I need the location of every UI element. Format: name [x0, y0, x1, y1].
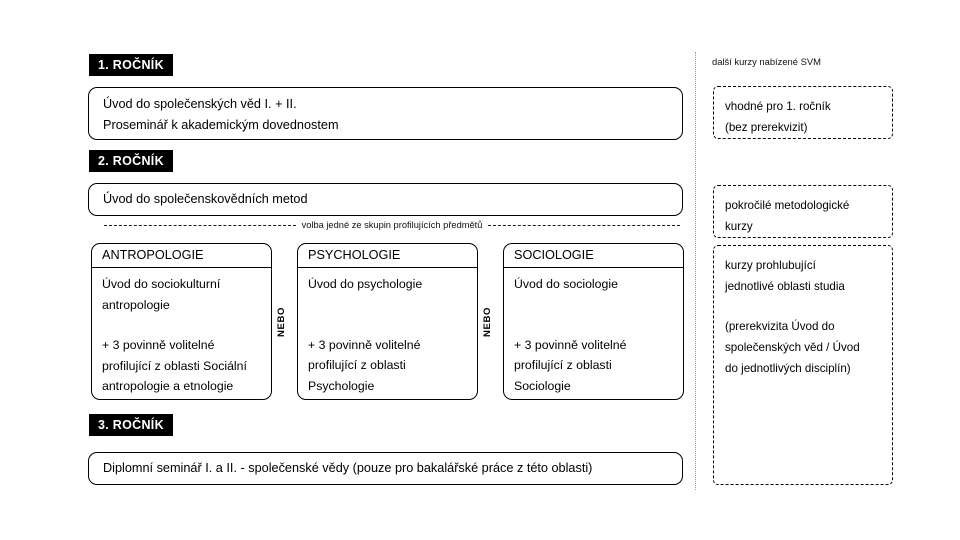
- spacer: [514, 295, 673, 315]
- spacer: [308, 315, 467, 335]
- elective-line: + 3 povinně volitelné: [308, 337, 421, 352]
- course-line: Proseminář k akademickým dovednostem: [103, 118, 339, 132]
- profile-group-title: SOCIOLOGIE: [504, 244, 683, 268]
- dashed-rule-left: [104, 224, 296, 226]
- spacer: [308, 295, 467, 315]
- year-badge-3: 3. ROČNÍK: [89, 414, 173, 436]
- dashed-rule-right: [488, 224, 681, 226]
- profile-group-title: PSYCHOLOGIE: [298, 244, 477, 268]
- connector-label: NEBO: [276, 306, 287, 337]
- elective-line: + 3 povinně volitelné: [102, 338, 215, 352]
- intro-line: Úvod do sociologie: [514, 277, 618, 291]
- course-box-year-2: Úvod do společenskovědních metod: [88, 183, 683, 216]
- course-box-year-3: Diplomní seminář I. a II. - společenské …: [88, 452, 683, 485]
- spacer: [102, 315, 261, 335]
- course-line: Diplomní seminář I. a II. - společenské …: [103, 461, 593, 475]
- course-line: Úvod do společenskovědních metod: [103, 192, 308, 206]
- year-badge-2: 2. ROČNÍK: [89, 150, 173, 172]
- intro-line: antropologie: [102, 297, 170, 312]
- note-line: kurzy prohlubující: [725, 259, 816, 272]
- profile-group-sociologie: SOCIOLOGIE Úvod do sociologie + 3 povinn…: [503, 243, 684, 400]
- note-line: do jednotlivých disciplín): [725, 362, 851, 375]
- dotted-line: [695, 52, 696, 490]
- elective-line: profilující z oblasti Sociální: [102, 358, 247, 373]
- elective-line: + 3 povinně volitelné: [514, 337, 627, 352]
- note-line: pokročilé metodologické: [725, 199, 850, 212]
- profile-group-psychologie: PSYCHOLOGIE Úvod do psychologie + 3 povi…: [297, 243, 478, 400]
- note-line: jednotlivé oblasti studia: [725, 280, 845, 293]
- intro-line: Úvod do psychologie: [308, 277, 423, 291]
- note-line: společenských věd / Úvod: [725, 341, 860, 354]
- profile-group-body: Úvod do psychologie + 3 povinně voliteln…: [298, 268, 477, 399]
- profile-group-body: Úvod do sociologie + 3 povinně volitelné…: [504, 268, 683, 399]
- connector-nebo-2: NEBO: [482, 243, 500, 400]
- note-line: kurzy: [725, 220, 753, 233]
- elective-line: Psychologie: [308, 378, 375, 393]
- spacer: [725, 297, 881, 316]
- connector-label: NEBO: [482, 306, 493, 337]
- elective-line: antropologie a etnologie: [102, 379, 234, 393]
- profile-group-antropologie: ANTROPOLOGIE Úvod do sociokulturní antro…: [91, 243, 272, 400]
- note-box-suitable-first-year: vhodné pro 1. ročník (bez prerekvizit): [713, 86, 893, 139]
- choice-divider: volba jedné ze skupin profilujících před…: [104, 220, 681, 230]
- note-line: (prerekvizita Úvod do: [725, 320, 835, 333]
- course-box-year-1: Úvod do společenských věd I. + II. Prose…: [88, 87, 683, 140]
- intro-line: Úvod do sociokulturní: [102, 277, 221, 291]
- note-box-deepening-courses: kurzy prohlubující jednotlivé oblasti st…: [713, 245, 893, 485]
- note-line: vhodné pro 1. ročník: [725, 100, 831, 113]
- connector-nebo-1: NEBO: [276, 243, 294, 400]
- year-badge-1: 1. ROČNÍK: [89, 54, 173, 76]
- elective-line: Sociologie: [514, 378, 571, 393]
- profile-group-title: ANTROPOLOGIE: [92, 244, 271, 268]
- spacer: [514, 315, 673, 335]
- vertical-divider: [695, 52, 696, 490]
- side-panel-title: další kurzy nabízené SVM: [712, 56, 821, 67]
- note-line: (bez prerekvizit): [725, 121, 808, 134]
- elective-line: profilující z oblasti: [308, 358, 406, 372]
- note-box-advanced-methodology: pokročilé metodologické kurzy: [713, 185, 893, 238]
- choice-divider-caption: volba jedné ze skupin profilujících před…: [301, 220, 483, 230]
- elective-line: profilující z oblasti: [514, 358, 612, 372]
- profile-group-body: Úvod do sociokulturní antropologie + 3 p…: [92, 268, 271, 399]
- course-line: Úvod do společenských věd I. + II.: [103, 97, 297, 111]
